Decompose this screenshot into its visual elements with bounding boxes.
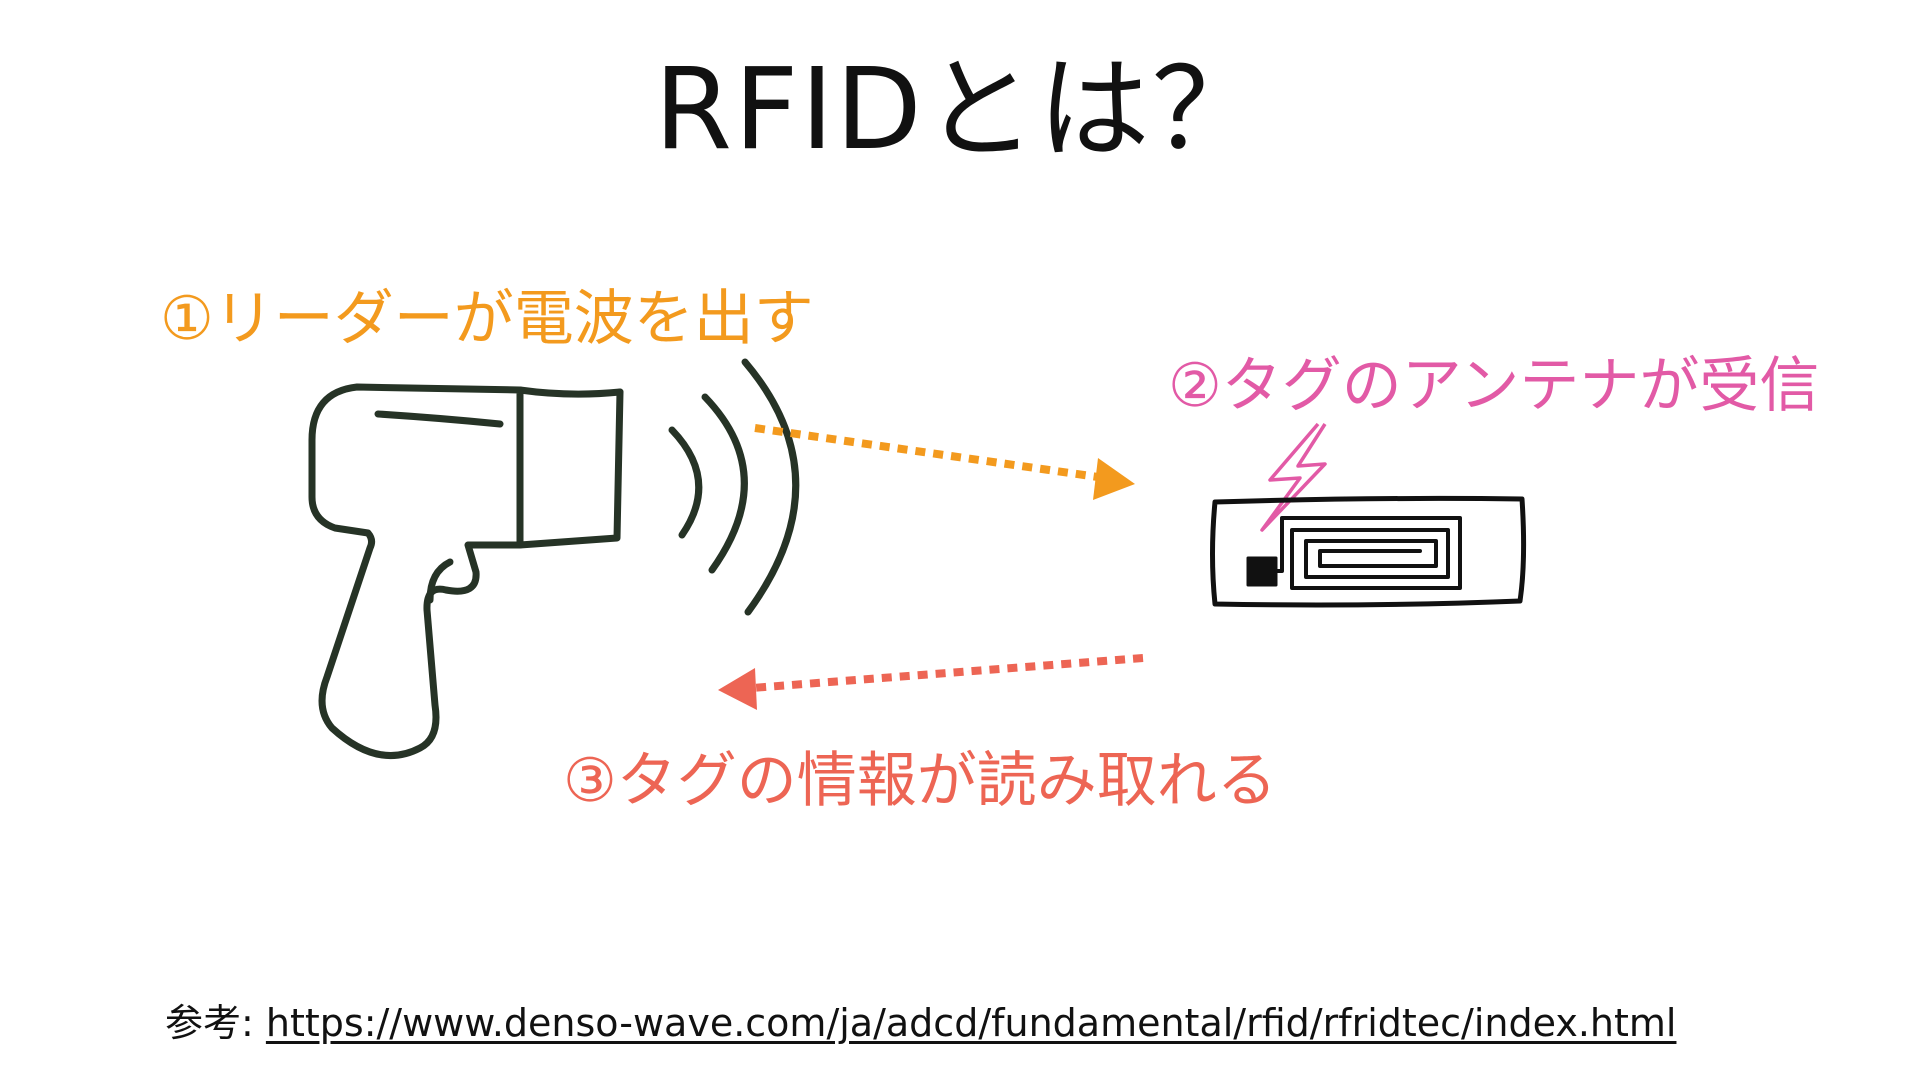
rfid-reader-gun-icon — [308, 383, 624, 760]
step-1-label: ①リーダーが電波を出す — [160, 284, 814, 354]
lightning-bolt-icon — [1260, 422, 1327, 532]
radio-waves-icon — [668, 358, 800, 616]
tag-to-reader-arrow — [718, 654, 1144, 710]
reader-to-tag-arrow — [754, 424, 1135, 500]
rfid-tag-icon — [1210, 495, 1527, 608]
reference-link[interactable]: https://www.denso-wave.com/ja/adcd/funda… — [265, 1001, 1677, 1045]
reference-prefix: 参考: — [165, 1001, 266, 1045]
step-3-label: ③タグの情報が読み取れる — [563, 746, 1277, 816]
step-2-label: ②タグのアンテナが受信 — [1168, 351, 1820, 421]
reference-line: 参考: https://www.denso-wave.com/ja/adcd/f… — [165, 998, 1676, 1048]
slide-title: RFIDとは？ — [654, 45, 1266, 175]
